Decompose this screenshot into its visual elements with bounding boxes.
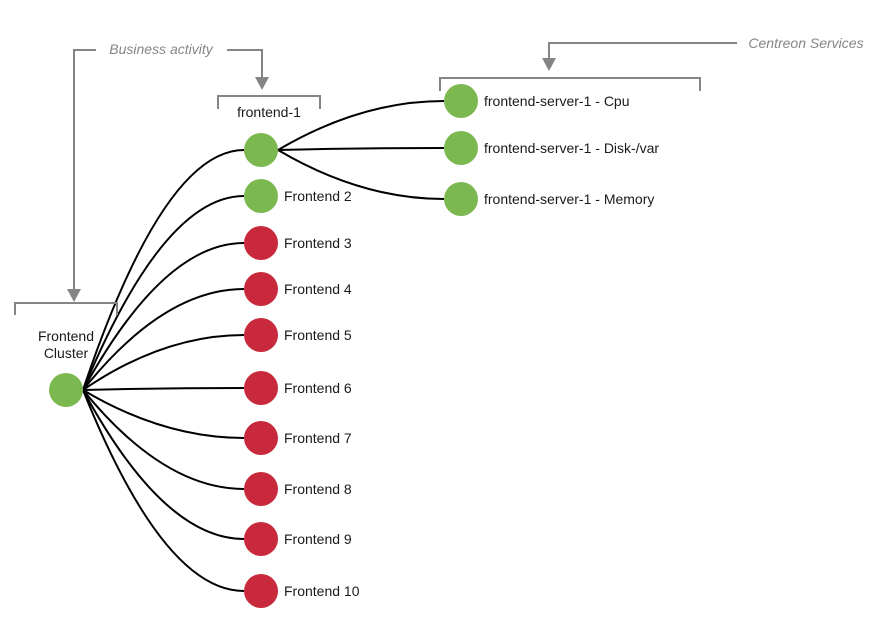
centreon-services-bracket	[439, 77, 701, 91]
edge-frontend-cluster-frontend-5	[82, 334, 245, 391]
node-frontend-3[interactable]	[244, 226, 278, 260]
frontend-1-bracket	[217, 95, 321, 109]
node-frontend-10[interactable]	[244, 574, 278, 608]
edge-frontend-cluster-frontend-10	[82, 389, 245, 592]
node-frontend-9[interactable]	[244, 522, 278, 556]
edge-frontend-cluster-frontend-8	[82, 389, 245, 490]
frontend-server-1-memory-label: frontend-server-1 - Memory	[484, 191, 655, 207]
frontend-server-1-cpu-label: frontend-server-1 - Cpu	[484, 93, 630, 109]
annotation-layer	[14, 42, 737, 315]
business-activity-connector-left	[73, 49, 96, 289]
edge-frontend-cluster-frontend-4	[82, 288, 245, 391]
frontend-server-1-disk-label: frontend-server-1 - Disk-/var	[484, 140, 660, 156]
frontend-3-label: Frontend 3	[284, 235, 352, 251]
frontend-10-label: Frontend 10	[284, 583, 360, 599]
node-frontend-4[interactable]	[244, 272, 278, 306]
node-frontend-6[interactable]	[244, 371, 278, 405]
node-frontend-5[interactable]	[244, 318, 278, 352]
node-frontend-server-1-memory[interactable]	[444, 182, 478, 216]
edge-frontend-cluster-frontend-7	[82, 389, 245, 439]
frontend-4-label: Frontend 4	[284, 281, 352, 297]
node-frontend-server-1-disk[interactable]	[444, 131, 478, 165]
annotation-arrowheads	[67, 58, 556, 302]
business-activity-connector-right	[227, 49, 263, 77]
node-frontend-2[interactable]	[244, 179, 278, 213]
edge-frontend-cluster-frontend-9	[82, 389, 245, 540]
edge-frontend-1-frontend-server-1-cpu	[277, 100, 445, 151]
frontend-cluster-bracket	[14, 302, 118, 315]
edge-frontend-cluster-frontend-1	[82, 149, 245, 391]
frontend-1-label: frontend-1	[237, 104, 301, 120]
node-frontend-8[interactable]	[244, 472, 278, 506]
edge-frontend-cluster-frontend-2	[82, 195, 245, 391]
frontend-2-label: Frontend 2	[284, 188, 352, 204]
centreon-services-label: Centreon Services	[748, 35, 864, 51]
edge-frontend-1-frontend-server-1-disk	[277, 147, 445, 151]
frontend-8-label: Frontend 8	[284, 481, 352, 497]
node-frontend-1[interactable]	[244, 133, 278, 167]
centreon-services-connector	[548, 42, 737, 58]
frontend-6-label: Frontend 6	[284, 380, 352, 396]
arrow-down-icon	[255, 77, 269, 90]
edge-frontend-1-frontend-server-1-memory	[277, 149, 445, 200]
arrow-down-icon	[67, 289, 81, 302]
business-activity-label: Business activity	[109, 41, 213, 57]
frontend-9-label: Frontend 9	[284, 531, 352, 547]
edge-frontend-cluster-frontend-3	[82, 242, 245, 391]
frontend-7-label: Frontend 7	[284, 430, 352, 446]
node-frontend-server-1-cpu[interactable]	[444, 84, 478, 118]
node-frontend-cluster[interactable]	[49, 373, 83, 407]
frontend-5-label: Frontend 5	[284, 327, 352, 343]
node-frontend-7[interactable]	[244, 421, 278, 455]
edge-frontend-cluster-frontend-6	[82, 387, 245, 391]
arrow-down-icon	[542, 58, 556, 71]
edges-layer	[82, 100, 445, 592]
frontend-cluster-label: Frontend Cluster	[37, 328, 95, 361]
